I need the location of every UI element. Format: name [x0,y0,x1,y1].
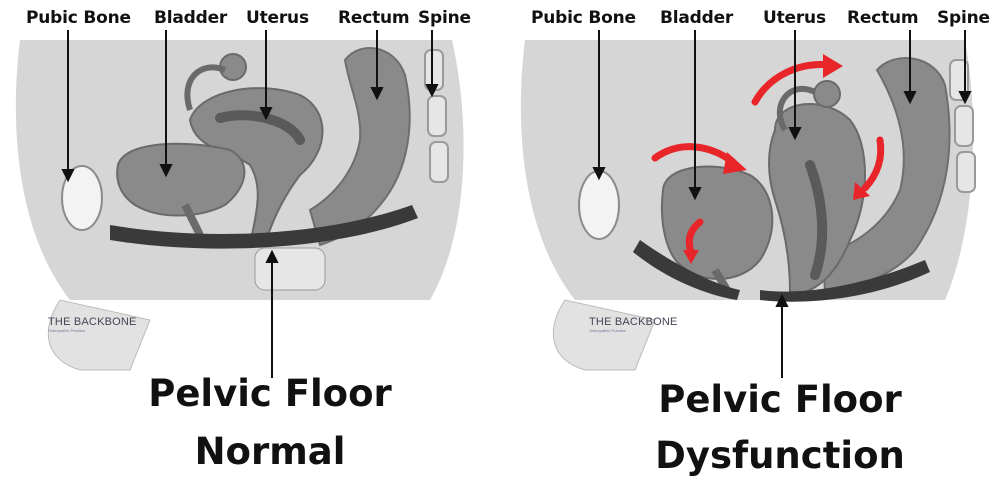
logo-subtext: Osteopathic Practice [48,328,137,333]
label-bladder: Bladder [154,8,227,28]
label-rectum: Rectum [338,8,409,28]
label-rectum: Rectum [847,8,918,28]
label-uterus: Uterus [246,8,309,28]
label-pubic-bone: Pubic Bone [531,8,636,28]
backbone-logo: THE BACKBONE Osteopathic Practice [48,316,137,333]
label-spine: Spine [937,8,990,28]
label-bladder: Bladder [660,8,733,28]
title-normal-line2: Normal [80,430,460,474]
backbone-logo: THE BACKBONE Osteopathic Practice [589,316,678,333]
title-dysfunction-line1: Pelvic Floor [585,378,975,422]
title-normal-line1: Pelvic Floor [80,372,460,416]
bladder-shape [662,167,772,279]
thigh-outline [48,300,150,370]
dysfunction-anatomy-panel: Pubic Bone Bladder Uterus Rectum Spine T… [505,0,995,488]
perineal-body [255,248,325,290]
normal-anatomy-panel: Pubic Bone Bladder Uterus Rectum Spine T… [0,0,490,488]
label-spine: Spine [418,8,471,28]
thigh-outline [553,300,655,370]
label-pubic-bone: Pubic Bone [26,8,131,28]
pubic-bone-shape [579,171,619,239]
label-uterus: Uterus [763,8,826,28]
ovary-shape [814,81,840,107]
logo-subtext: Osteopathic Practice [589,328,678,333]
logo-text: THE BACKBONE [48,316,137,328]
title-dysfunction-line2: Dysfunction [585,434,975,478]
logo-text: THE BACKBONE [589,316,678,328]
bladder-shape [117,144,244,216]
